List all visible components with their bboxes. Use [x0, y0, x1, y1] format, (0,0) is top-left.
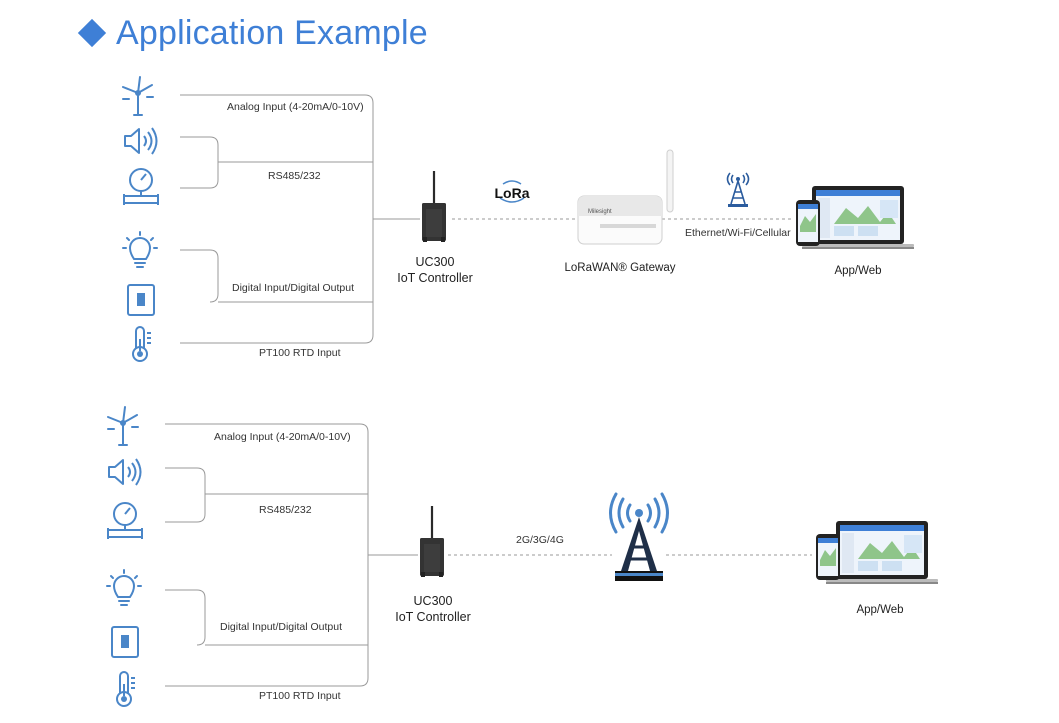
- rs485-label: RS485/232: [259, 504, 312, 516]
- pt100-label: PT100 RTD Input: [259, 347, 341, 359]
- diagram2-lines: [165, 423, 812, 687]
- page-title-text: Application Example: [116, 13, 428, 52]
- digital-io-label: Digital Input/Digital Output: [232, 282, 354, 294]
- wind-turbine-icon: [122, 76, 154, 116]
- diagram1-lines: [180, 94, 793, 344]
- controller-caption: UC300 IoT Controller: [393, 593, 473, 625]
- network-label: 2G/3G/4G: [516, 534, 564, 546]
- lora-logo: LoRa: [495, 185, 530, 201]
- phone-icon: [796, 200, 820, 246]
- thermometer-icon: [116, 671, 136, 707]
- network-label: Ethernet/Wi-Fi/Cellular: [685, 227, 791, 239]
- pressure-gauge-icon: [107, 502, 143, 540]
- controller-device-icon: [420, 169, 448, 244]
- app-web-label: App/Web: [856, 604, 904, 616]
- controller-model: UC300: [413, 594, 453, 608]
- gateway-brand: Milesight: [588, 209, 612, 215]
- gateway-caption: LoRaWAN® Gateway: [564, 262, 676, 274]
- wall-switch-icon: [111, 626, 139, 658]
- cell-tower-icon: [726, 172, 750, 208]
- lora-signal-icon: [499, 180, 525, 203]
- controller-caption: UC300 IoT Controller: [395, 254, 475, 286]
- controller-model: UC300: [415, 255, 455, 269]
- cell-tower-icon: [609, 492, 669, 583]
- pt100-label: PT100 RTD Input: [259, 690, 341, 702]
- app-web-label: App/Web: [834, 265, 882, 277]
- wind-turbine-icon: [107, 406, 139, 446]
- wall-switch-icon: [127, 284, 155, 316]
- speaker-icon: [124, 127, 158, 155]
- gateway-device-icon: Milesight: [577, 149, 674, 245]
- rs485-label: RS485/232: [268, 170, 321, 182]
- pressure-gauge-icon: [123, 168, 159, 206]
- light-bulb-icon: [106, 569, 142, 606]
- analog-input-label: Analog Input (4-20mA/0-10V): [227, 101, 364, 113]
- laptop-icon: [826, 521, 938, 584]
- thermometer-icon: [132, 326, 152, 362]
- light-bulb-icon: [122, 231, 158, 268]
- analog-input-label: Analog Input (4-20mA/0-10V): [214, 431, 351, 443]
- controller-name: IoT Controller: [395, 610, 471, 624]
- controller-name: IoT Controller: [397, 271, 473, 285]
- phone-icon: [816, 534, 840, 580]
- controller-device-icon: [418, 504, 446, 579]
- page-title: Application Example: [77, 10, 428, 56]
- speaker-icon: [108, 458, 142, 486]
- digital-io-label: Digital Input/Digital Output: [220, 621, 342, 633]
